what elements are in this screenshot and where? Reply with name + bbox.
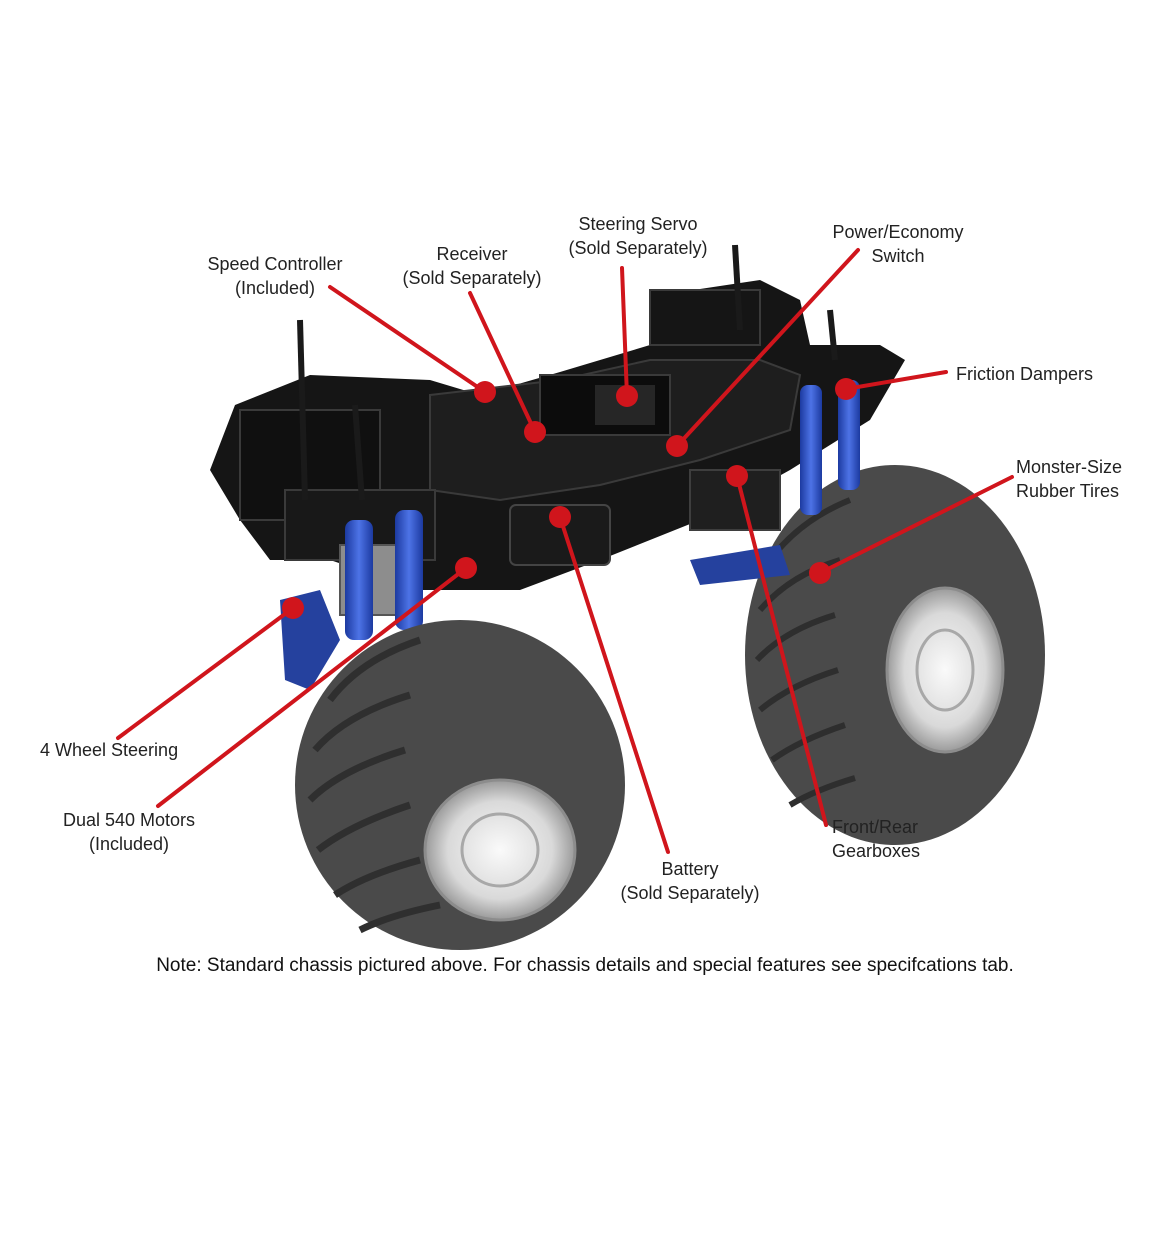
front-left-tire: [295, 620, 625, 950]
label-speed-controller: Speed Controller (Included): [207, 254, 343, 298]
label-steering-servo: Steering Servo (Sold Separately): [568, 214, 708, 258]
rear-shocks: [800, 380, 860, 515]
callout-leader-lines: [116, 248, 1014, 854]
label-front-rear-gearboxes: Front/Rear Gearboxes: [832, 817, 921, 861]
leader-line-battery: [558, 515, 670, 854]
label-friction-dampers: Friction Dampers: [956, 364, 1094, 384]
leader-line-receiver: [468, 291, 537, 434]
label-dual-540-motors: Dual 540 Motors (Included): [62, 810, 196, 854]
callout-dot-dual-540-motors: [455, 557, 477, 579]
label-receiver: Receiver (Sold Separately): [402, 244, 542, 288]
callout-dots: [282, 378, 857, 619]
label-battery: Battery (Sold Separately): [620, 859, 760, 903]
label-monster-size-rubber-tires: Monster-Size Rubber Tires: [1016, 457, 1123, 501]
label-power-economy-switch: Power/Economy Switch: [832, 222, 964, 266]
leader-line-four-wheel-steering: [116, 606, 295, 740]
callout-dot-speed-controller: [474, 381, 496, 403]
callout-dot-four-wheel-steering: [282, 597, 304, 619]
callout-dot-friction-dampers: [835, 378, 857, 400]
leader-line-monster-size-rubber-tires: [818, 475, 1014, 575]
callout-dot-battery: [549, 506, 571, 528]
leader-line-steering-servo: [620, 266, 629, 398]
leader-line-friction-dampers: [844, 370, 948, 391]
leader-line-power-economy-switch: [675, 248, 860, 448]
rear-right-tire: [745, 465, 1045, 845]
leader-line-speed-controller: [328, 285, 487, 394]
callout-dot-front-rear-gearboxes: [726, 465, 748, 487]
footnote: Note: Standard chassis pictured above. F…: [156, 955, 1014, 976]
callout-dot-monster-size-rubber-tires: [809, 562, 831, 584]
leader-line-front-rear-gearboxes: [735, 474, 828, 827]
callout-dot-power-economy-switch: [666, 435, 688, 457]
front-shocks: [345, 510, 423, 640]
leader-line-dual-540-motors: [156, 566, 468, 808]
callout-dot-receiver: [524, 421, 546, 443]
callout-dot-steering-servo: [616, 385, 638, 407]
label-4-wheel-steering: 4 Wheel Steering: [40, 740, 179, 760]
